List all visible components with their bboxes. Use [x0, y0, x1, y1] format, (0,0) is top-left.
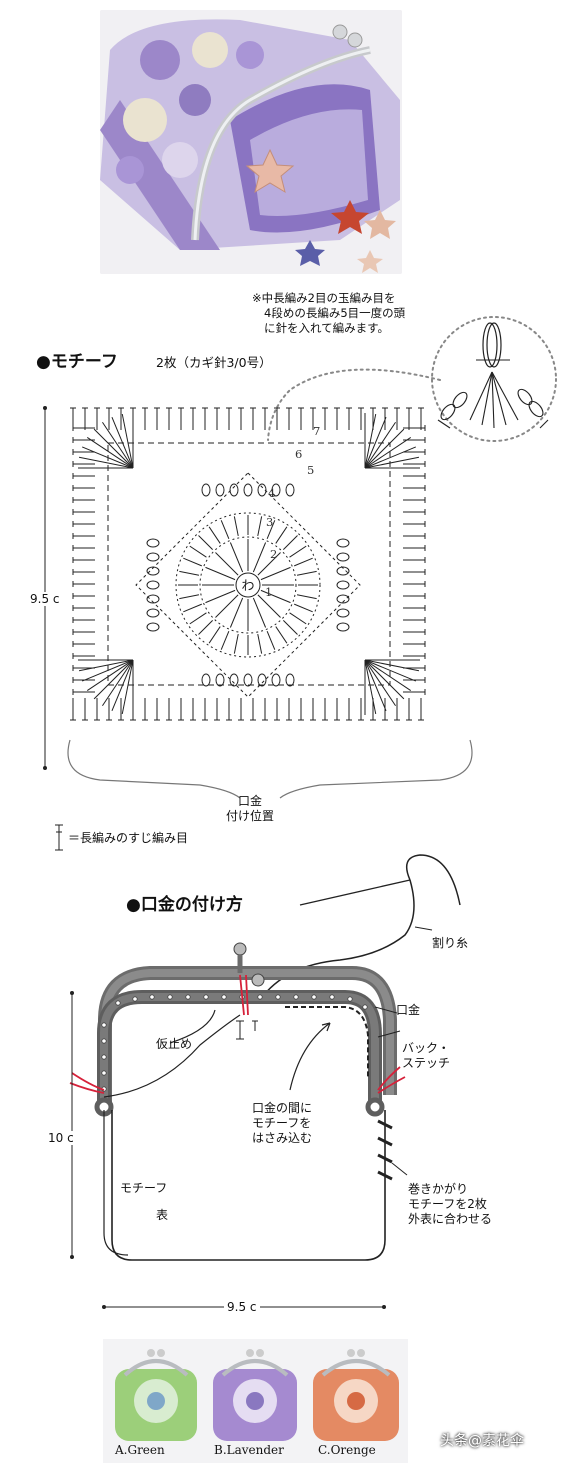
back-stitch-label-2: ステッチ [402, 1056, 451, 1070]
variant-a-label: A.Green [115, 1443, 165, 1457]
motif-label: モチーフ [120, 1181, 168, 1195]
back-stitch-label-1: バック・ [402, 1041, 450, 1055]
attach-label-2: 付け位置 [226, 809, 275, 823]
center-ring-mark: わ [241, 579, 254, 594]
whip-label-3: 外表に合わせる [408, 1212, 493, 1226]
frame-title: ●口金の付け方 [126, 895, 243, 915]
frame-diagram [69, 854, 461, 1309]
frame-width-label: 9.5 c [224, 1300, 260, 1314]
detail-callout [267, 316, 557, 442]
motif-height-label: 9.5 c [30, 592, 60, 606]
motif-stitch-chart: わ [70, 407, 426, 721]
frame-attach-curve [67, 739, 473, 799]
motif-height-dimension [43, 406, 47, 770]
round-number-2: 2 [270, 547, 278, 561]
note-line-2: 4段めの長編み5目一度の頭 [264, 306, 406, 320]
variants-illustration [115, 1349, 399, 1441]
variant-b-label: B.Lavender [214, 1443, 284, 1457]
purse-photo [100, 10, 402, 274]
whip-label-2: モチーフを2枚 [408, 1197, 487, 1211]
round-number-3: 3 [266, 515, 274, 529]
whip-label-1: 巻きかがり [408, 1182, 469, 1196]
motif-title: ●モチーフ [36, 352, 118, 372]
frame-height-label: 10 c [48, 1131, 74, 1145]
frame-label: 口金 [396, 1003, 421, 1017]
round-number-7: 7 [313, 424, 321, 438]
attach-label-1: 口金 [238, 794, 263, 808]
variant-c-label: C.Orenge [318, 1443, 376, 1457]
between-label-1: 口金の間に [252, 1101, 313, 1115]
note-line-3: に針を入れて編みます。 [264, 321, 390, 335]
split-yarn-label: 割り糸 [432, 936, 469, 950]
legend-text: ＝長編みのすじ編み目 [68, 831, 189, 845]
note-line-1: ※中長編み2目の玉編み目を [252, 291, 396, 305]
purse-lavender-icon [213, 1349, 297, 1441]
variants-photo: A.Green B.Lavender C.Orenge [103, 1339, 408, 1463]
round-number-4: 4 [268, 486, 276, 500]
purse-orange-icon [313, 1349, 399, 1441]
round-number-1: 1 [265, 585, 273, 599]
purse-illustration [100, 10, 402, 274]
post-stitch-symbol [55, 824, 63, 851]
round-number-5: 5 [307, 463, 315, 477]
between-label-2: モチーフを [252, 1116, 312, 1130]
between-label-3: はさみ込む [252, 1131, 313, 1145]
motif-spec: 2枚（カギ針3/0号） [156, 355, 272, 370]
wechat-icon [418, 1431, 438, 1447]
watermark: 头条@素花伞 [440, 1433, 524, 1449]
front-label: 表 [156, 1208, 169, 1222]
round-number-6: 6 [295, 447, 303, 461]
purse-green-icon [115, 1349, 197, 1441]
temp-stop-label: 仮止め [156, 1037, 193, 1051]
